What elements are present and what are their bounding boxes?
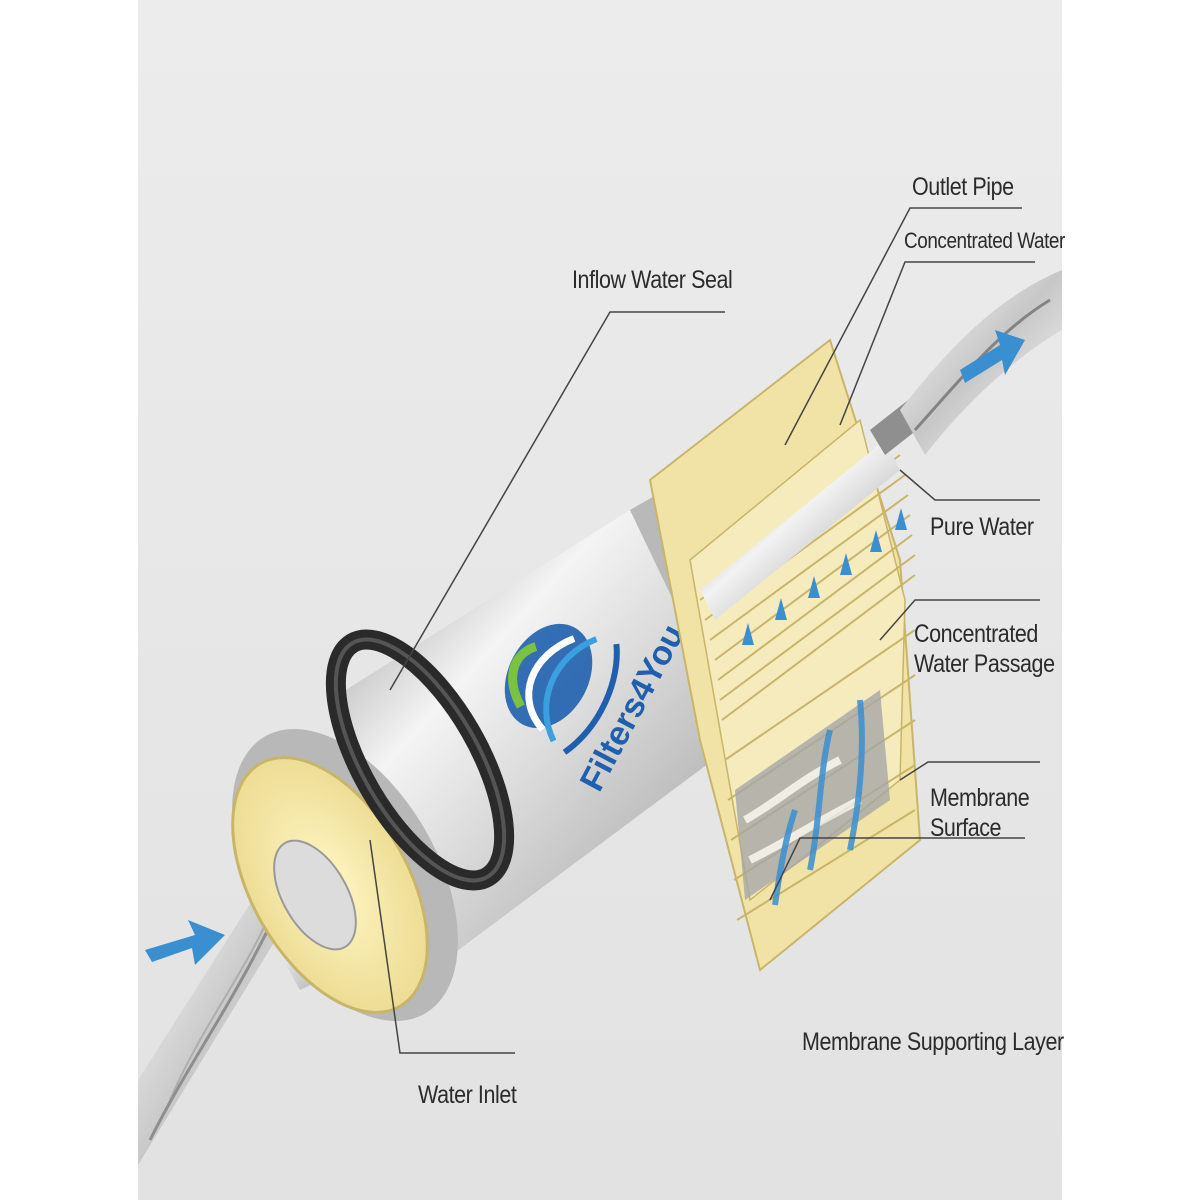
flow-arrow-icon (960, 330, 1025, 383)
label-line: Concentrated (914, 620, 1038, 648)
leader-lines (369, 207, 1040, 1054)
label-concentrated-water-passage: Concentrated Water Passage (914, 619, 1055, 679)
label-membrane-surface: Membrane Surface (930, 783, 1030, 843)
label-line: Surface (930, 814, 1002, 842)
support-mesh (735, 690, 890, 900)
label-outlet-pipe: Outlet Pipe (912, 173, 1014, 201)
flow-arrow-icon (742, 508, 907, 645)
label-pure-water: Pure Water (930, 513, 1034, 541)
label-water-inlet: Water Inlet (418, 1081, 517, 1109)
label-line: Water Passage (914, 650, 1055, 678)
flow-curve (772, 699, 865, 906)
label-inflow-water-seal: Inflow Water Seal (572, 266, 733, 294)
label-line: Membrane (930, 784, 1030, 812)
inlet-water-stream (138, 880, 300, 1165)
flow-arrow-icon (145, 920, 225, 965)
label-membrane-supporting-layer: Membrane Supporting Layer (802, 1028, 1064, 1056)
label-concentrated-water: Concentrated Water (904, 228, 1065, 253)
inflow-water-seal (325, 629, 515, 891)
